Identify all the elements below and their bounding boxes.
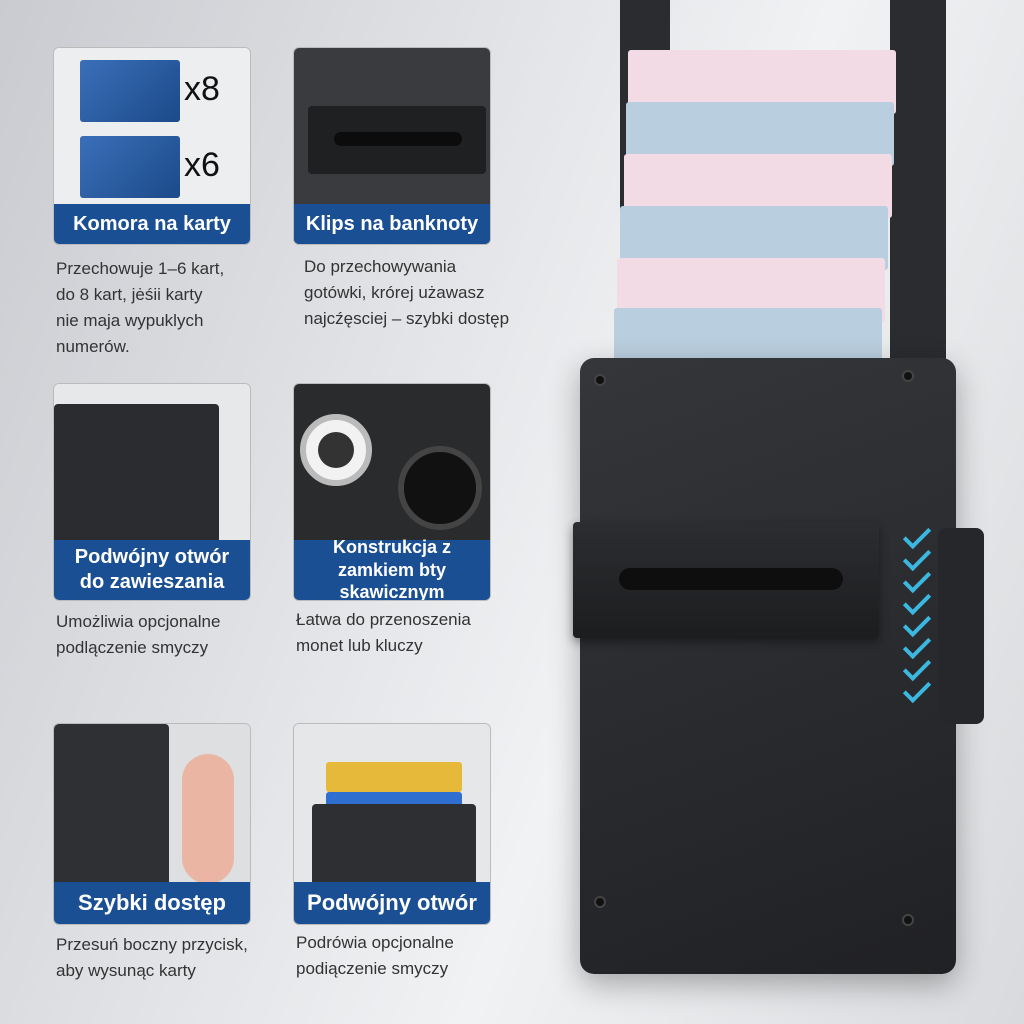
side-slider-button (938, 528, 984, 724)
panel-title: Podwójny otwór (294, 882, 490, 924)
screw-icon (902, 370, 914, 382)
panel-title: Podwójny otwór do zawieszania (54, 540, 250, 600)
money-clip (573, 522, 879, 638)
panel-desc: Przesuń boczny przycisk, aby wysunąc kar… (56, 935, 248, 980)
screw-icon (594, 896, 606, 908)
panel-desc: Łatwa do przenoszenia monet lub kluczy (296, 610, 471, 655)
clip-image (308, 106, 486, 174)
panel-double-hole: Podwójny otwór (293, 723, 491, 925)
panel-desc: Do przechowywania gotówki, krórej użawas… (304, 257, 510, 328)
panel-money-clip: Klips na banknoty (293, 47, 491, 245)
airtag-pocket-image (398, 446, 482, 530)
card-image (326, 762, 462, 792)
wallet-side-image (54, 724, 169, 894)
panel-title: Szybki dostęp (54, 882, 250, 924)
card-image (80, 136, 180, 198)
panel-desc: Przechowuje 1–6 kart, do 8 kart, jėśii k… (56, 259, 225, 356)
panel-zipper: Konstrukcja z zamkiem bty skawicznym (293, 383, 491, 601)
panel-title: Klips na banknoty (294, 204, 490, 244)
wallet-body (580, 358, 956, 974)
panel-title: Komora na karty (54, 204, 250, 244)
card-count-8: x8 (184, 70, 220, 108)
panel-title: Konstrukcja z zamkiem bty skawicznym (294, 537, 490, 600)
pocket-image (312, 804, 476, 886)
card-image (80, 60, 180, 122)
panel-desc: Podrówia opcjonalne podiączenie smyczy (296, 933, 454, 978)
panel-quick-access: Szybki dostęp (53, 723, 251, 925)
wallet-corner-image (54, 404, 219, 554)
strap-right (890, 0, 946, 360)
finger-image (182, 754, 234, 884)
screw-icon (594, 374, 606, 386)
screw-icon (902, 914, 914, 926)
card-count-6: x6 (184, 146, 220, 184)
panel-card-chamber: x8 x6 Komora na karty (53, 47, 251, 245)
panel-lanyard-hole: Podwójny otwór do zawieszania (53, 383, 251, 601)
airtag-image (300, 414, 372, 486)
panel-desc: Umożliwia opcjonalne podlączenie smyczy (56, 612, 221, 657)
